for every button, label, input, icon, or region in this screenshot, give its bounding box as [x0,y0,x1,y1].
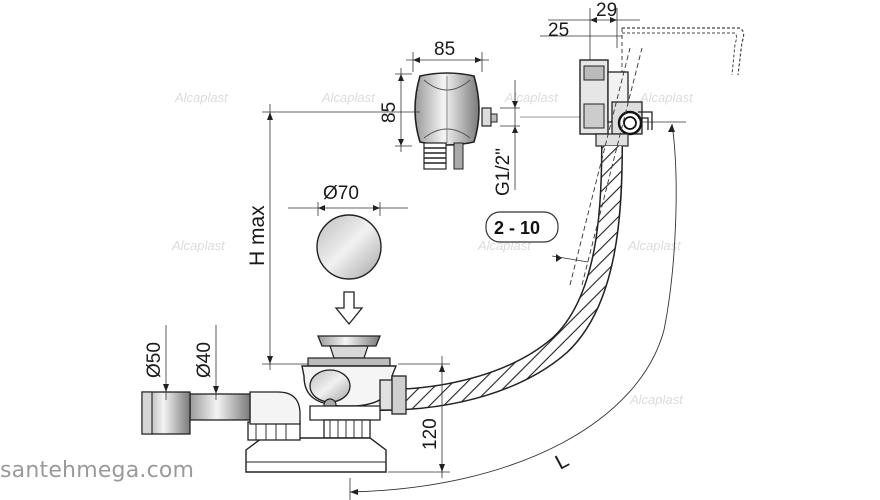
dimension-85-width: 85 [434,39,455,60]
watermark-logo: Alcaplast [629,392,684,407]
wall-thickness-annotation: 2 - 10 [485,47,643,286]
drain-assembly [141,335,407,473]
dimension-29: 29 [596,0,617,21]
watermark-logo: Alcaplast [627,238,682,253]
overflow-drawing: 29 25 [540,0,745,147]
site-watermark: santehmega.com [0,458,195,483]
watermark-logo: Alcaplast [639,90,694,105]
pipe-diameter-dimensions: Ø50 Ø40 [144,325,219,400]
height-120-dimension: 120 [388,356,450,478]
dimension-h-max: H max [246,205,269,266]
length-l-dimension: L [349,121,686,500]
plug-cap-drawing: Ø70 [288,183,408,326]
dimension-120: 120 [420,418,441,450]
watermark-logo: Alcaplast [171,238,226,253]
watermark-logo: Alcaplast [504,90,559,105]
h-max-dimension: H max [246,104,420,370]
dimension-diameter-70: Ø70 [323,183,359,204]
dimension-diameter-40: Ø40 [194,342,215,378]
dimension-85-height: 85 [379,102,400,123]
watermark-logo: Alcaplast [174,90,229,105]
control-valve-drawing: 85 85 G1/2" [379,39,582,196]
dimension-thread-g12: G1/2" [493,148,514,196]
dimension-25: 25 [548,20,569,41]
watermark-logo: Alcaplast [321,90,376,105]
dimension-diameter-50: Ø50 [144,342,165,378]
wall-thickness-range: 2 - 10 [494,218,540,238]
dimension-length-l: L [552,449,573,475]
